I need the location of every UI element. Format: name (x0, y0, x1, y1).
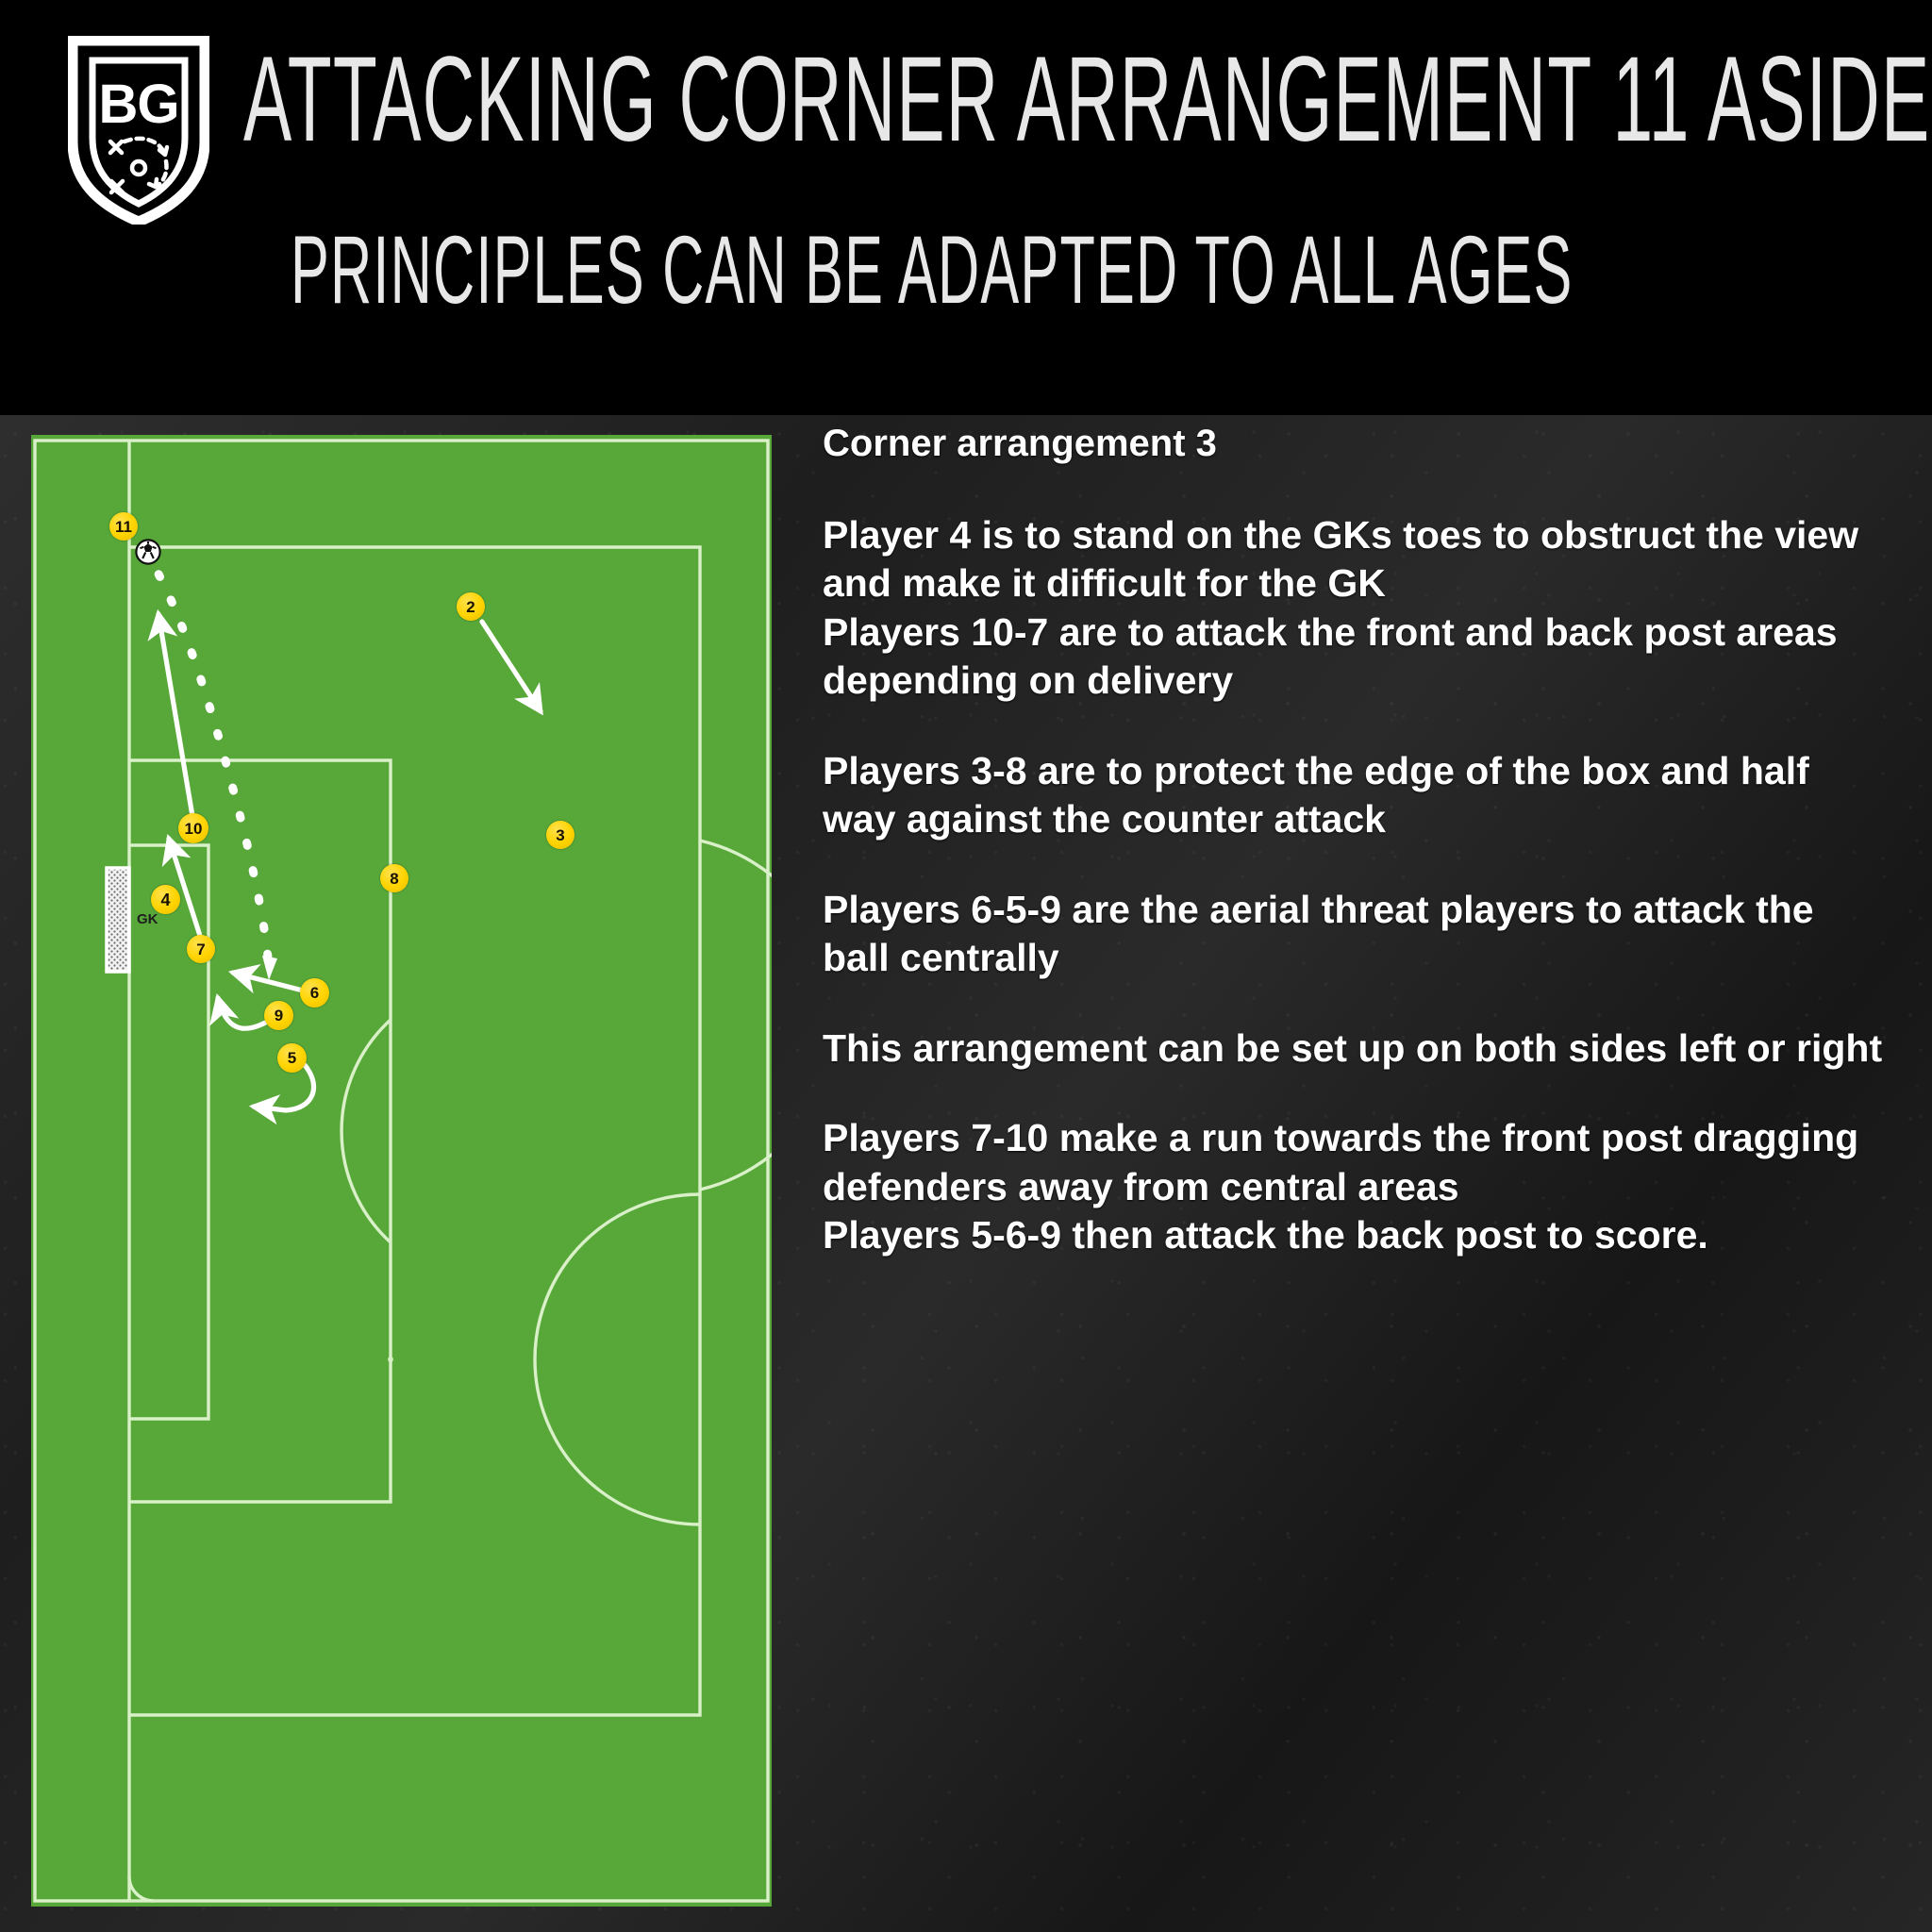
pitch-surface: GK 11 2 10 3 8 (31, 435, 772, 1907)
notes-title: Corner arrangement 3 (823, 423, 1217, 464)
note-block: Players 7-10 make a run towards the fron… (823, 1114, 1889, 1259)
header-banner: BG Attacking corner arrangement 11 aside… (0, 0, 1932, 415)
note-line: Players 7-10 make a run towards the fron… (823, 1116, 1859, 1208)
note-line: Players 3-8 are to protect the edge of t… (823, 748, 1809, 841)
note-block: Players 6-5-9 are the aerial threat play… (823, 886, 1889, 983)
content-stage: GK 11 2 10 3 8 (0, 415, 1932, 1932)
player-token-2[interactable]: 2 (457, 592, 485, 621)
page-subtitle: Principles can be adapted to all ages (291, 216, 1574, 324)
player-number: 5 (287, 1049, 297, 1067)
player-number: 2 (466, 597, 475, 616)
player-number: 6 (309, 984, 320, 1002)
note-line: This arrangement can be set up on both s… (823, 1025, 1883, 1070)
note-line: Player 4 is to stand on the GKs toes to … (823, 513, 1859, 606)
player-token-7[interactable]: 7 (187, 935, 215, 963)
note-line: Players 5-6-9 then attack the back post … (823, 1212, 1708, 1257)
player-token-9[interactable]: 9 (264, 1001, 293, 1030)
note-line: Players 10-7 are to attack the front and… (823, 609, 1838, 703)
note-block: Players 3-8 are to protect the edge of t… (823, 747, 1889, 844)
player-number: 4 (160, 890, 171, 909)
player-token-5[interactable]: 5 (277, 1043, 307, 1073)
goal-net (105, 866, 131, 974)
pitch-markings (33, 439, 772, 1903)
player-number: 9 (274, 1007, 284, 1024)
player-token-6[interactable]: 6 (300, 978, 329, 1008)
player-token-4[interactable]: 4 (151, 885, 180, 914)
player-number: 10 (184, 819, 203, 838)
gk-label: GK (137, 911, 158, 927)
title-block: Attacking corner arrangement 11 aside Pr… (236, 0, 1929, 415)
note-block: This arrangement can be set up on both s… (823, 1024, 1889, 1073)
bg-shield-logo: BG (67, 35, 210, 227)
svg-text:BG: BG (99, 74, 179, 135)
pitch-diagram: GK 11 2 10 3 8 (31, 435, 772, 1907)
player-token-3[interactable]: 3 (546, 821, 575, 849)
player-number: 8 (390, 869, 399, 888)
player-number: 11 (115, 517, 132, 536)
player-token-8[interactable]: 8 (380, 864, 408, 892)
player-token-10[interactable]: 10 (178, 813, 208, 843)
note-block: Player 4 is to stand on the GKs toes to … (823, 511, 1889, 706)
note-line: Players 6-5-9 are the aerial threat play… (823, 887, 1814, 980)
page-title: Attacking corner arrangement 11 aside (243, 32, 1931, 167)
player-number: 7 (196, 940, 206, 958)
player-token-11[interactable]: 11 (109, 512, 138, 541)
notes-panel: Corner arrangement 3 Player 4 is to stan… (823, 425, 1898, 1924)
player-number: 3 (556, 825, 565, 844)
